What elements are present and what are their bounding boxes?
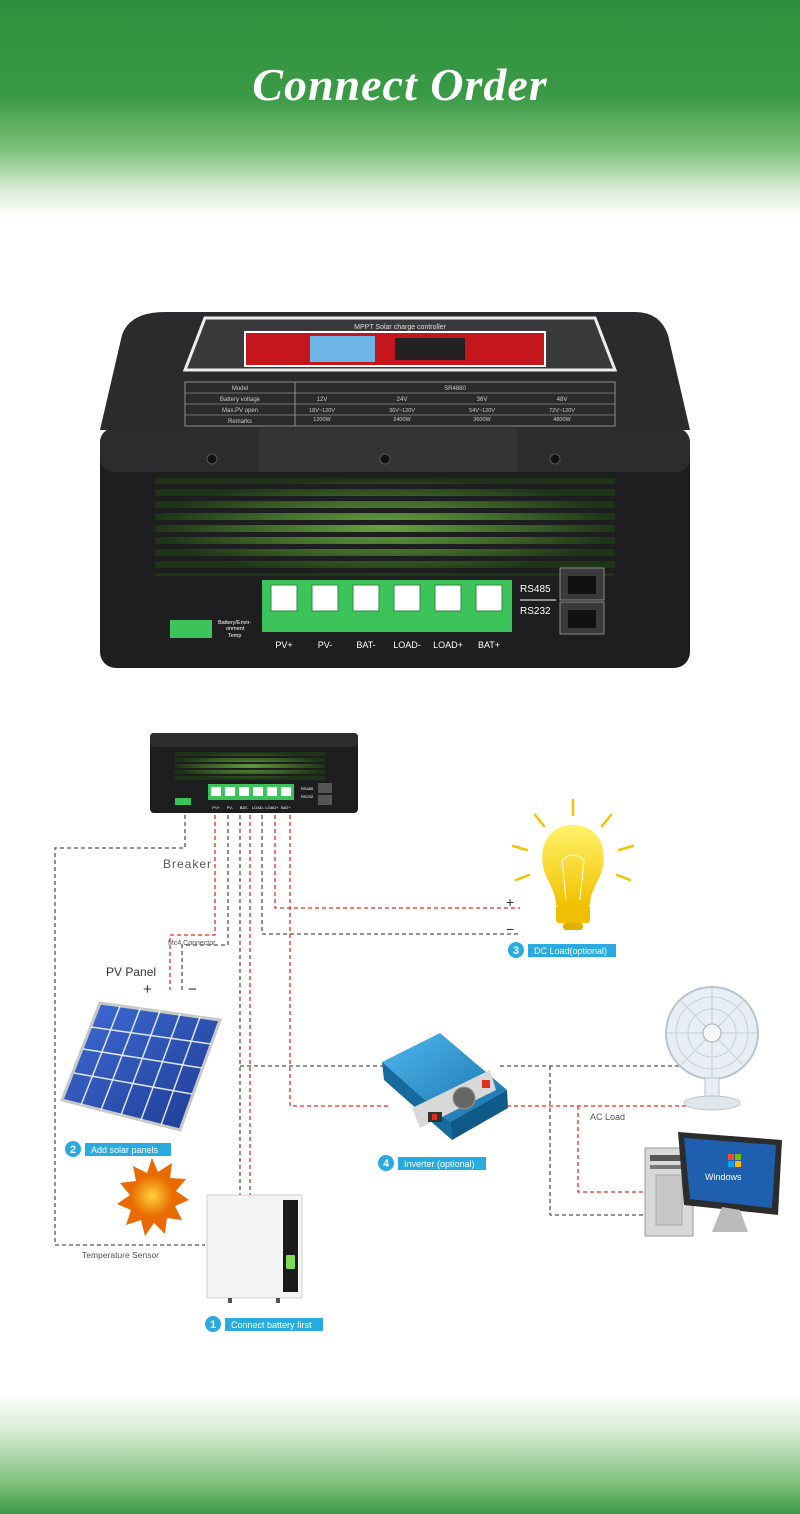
wiring xyxy=(54,815,690,1246)
computer-icon: Windows xyxy=(644,1132,782,1237)
step-1-number: 1 xyxy=(210,1319,216,1331)
sensor-label-2: onment xyxy=(226,626,245,632)
spec-power-48v: 4800W xyxy=(553,417,571,423)
small-terminal-pv-minus: PV- xyxy=(227,805,234,810)
inverter-icon xyxy=(382,1033,508,1140)
small-terminal-load-minus: LOAD- xyxy=(252,805,265,810)
step-1-text: Connect battery first xyxy=(231,1320,312,1330)
fan-icon xyxy=(665,986,759,1111)
spec-pv-36v: 54V~120V xyxy=(469,408,495,414)
terminal-label-bat-minus: BAT- xyxy=(356,640,375,650)
spec-power-36v: 3600W xyxy=(473,417,491,423)
spec-table: Model Battery voltage Max.PV open Remark… xyxy=(184,381,616,427)
step-badge-3: 3 DC Load(optional) xyxy=(508,942,616,958)
dc-plus-sign: + xyxy=(506,894,514,910)
step-4-text: Inverter (optional) xyxy=(404,1159,475,1169)
small-port-rs232: RS232 xyxy=(301,794,314,799)
spec-pv-24v: 36V~120V xyxy=(389,408,415,414)
small-terminal-bat-plus: BAT+ xyxy=(281,805,291,810)
rs485-port-icon xyxy=(568,576,596,594)
controller-small: PV+ PV- BAT- LOAD- LOAD+ BAT+ RS485 RS23… xyxy=(150,733,358,813)
temp-sensor-connector xyxy=(170,620,212,638)
controller-top-label: MPPT Solar charge controller xyxy=(354,324,446,331)
sun-icon xyxy=(117,1158,189,1236)
terminal-label-load-minus: LOAD- xyxy=(393,640,421,650)
terminal-label-pv-plus: PV+ xyxy=(275,640,292,650)
spec-row-model: Model xyxy=(232,386,248,392)
step-2-number: 2 xyxy=(70,1144,76,1156)
header-banner: Connect Order xyxy=(0,0,800,215)
spec-col-24v: 24V xyxy=(397,397,408,403)
step-badge-2: 2 Add solar panels xyxy=(65,1141,171,1157)
sensor-label-1: Battery/Envir- xyxy=(218,620,251,626)
spec-pv-12v: 18V~120V xyxy=(309,408,335,414)
step-3-number: 3 xyxy=(513,945,519,957)
step-badge-4: 4 Inverter (optional) xyxy=(378,1155,486,1171)
page-title: Connect Order xyxy=(252,59,548,110)
ac-load-label: AC Load xyxy=(590,1112,625,1122)
temperature-sensor-label: Temperature Sensor xyxy=(82,1250,159,1260)
small-terminal-pv-plus: PV+ xyxy=(212,805,220,810)
terminal-label-load-plus: LOAD+ xyxy=(433,640,463,650)
step-3-text: DC Load(optional) xyxy=(534,946,607,956)
terminal-label-pv-minus: PV- xyxy=(318,640,333,650)
step-badge-1: 1 Connect battery first xyxy=(205,1316,323,1332)
terminal-label-bat-plus: BAT+ xyxy=(478,640,500,650)
spec-row-voltage: Battery voltage xyxy=(220,397,261,403)
footer-banner xyxy=(0,1395,800,1514)
port-label-rs232: RS232 xyxy=(520,606,551,617)
spec-row-pv: Max.PV open xyxy=(222,408,258,414)
small-port-rs485: RS485 xyxy=(301,786,314,791)
pv-panel-label: PV Panel xyxy=(106,965,156,979)
controller-large: MPPT Solar charge controller Model Batte… xyxy=(100,312,690,668)
mc4-connector-label: Mc4 Connector xyxy=(168,940,216,947)
spec-col-12v: 12V xyxy=(317,397,328,403)
pv-minus-sign: − xyxy=(188,981,197,998)
small-terminal-load-plus: LOAD+ xyxy=(265,805,279,810)
monitor-text: Windows xyxy=(705,1172,742,1182)
dc-minus-sign: − xyxy=(506,921,514,937)
spec-power-24v: 2400W xyxy=(393,417,411,423)
sensor-label-3: Temp xyxy=(228,633,241,639)
pv-plus-sign: + xyxy=(143,981,152,998)
spec-col-48v: 48V xyxy=(557,397,568,403)
spec-model: SR4880 xyxy=(444,386,466,392)
breaker-label: Breaker xyxy=(163,857,212,871)
small-terminal-bat-minus: BAT- xyxy=(240,805,249,810)
spec-row-remarks: Remarks xyxy=(228,419,252,425)
port-label-rs485: RS485 xyxy=(520,584,551,595)
battery-icon xyxy=(206,1194,303,1303)
spec-col-36v: 36V xyxy=(477,397,488,403)
step-2-text: Add solar panels xyxy=(91,1145,159,1155)
rs232-port-icon xyxy=(568,610,596,628)
solar-panel-icon xyxy=(59,1001,223,1132)
step-4-number: 4 xyxy=(383,1158,390,1170)
spec-pv-48v: 72V~120V xyxy=(549,408,575,414)
spec-power-12v: 1200W xyxy=(313,417,331,423)
light-bulb-icon xyxy=(511,798,635,930)
